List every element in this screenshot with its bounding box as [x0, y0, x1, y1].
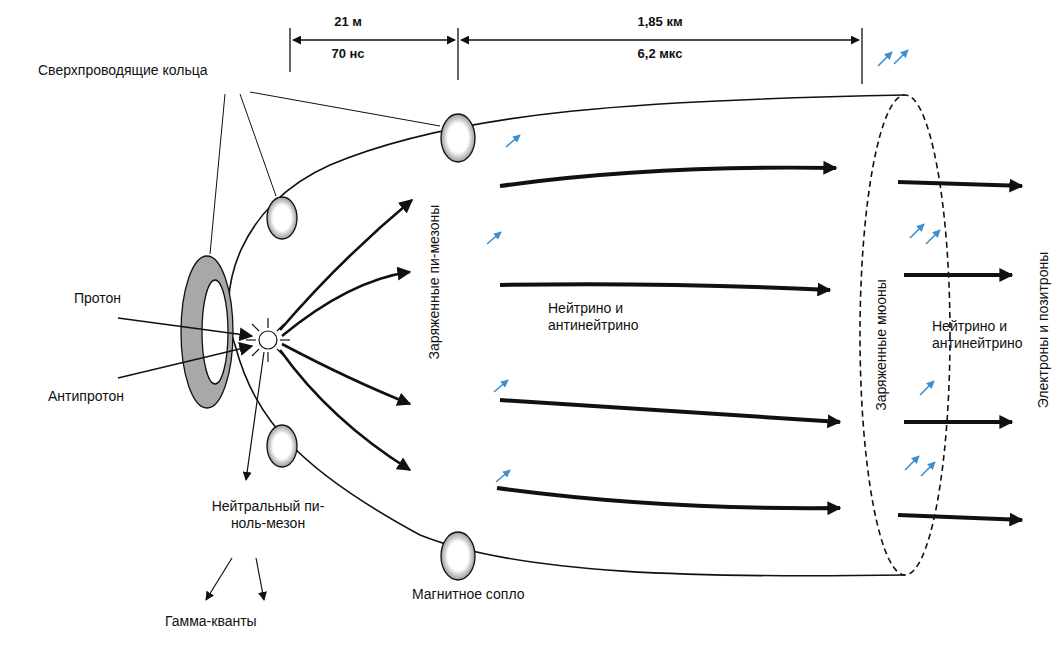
part-label: Сверхпроводящие кольца: [38, 62, 278, 79]
neutrino-arrows: [487, 50, 940, 482]
dimension-label: 6,2 мкс: [638, 46, 683, 62]
particle-label: Протон: [74, 290, 121, 307]
incoming-particles: [118, 318, 252, 378]
particle-label: Нейтрино и антинейтрино: [548, 300, 668, 334]
particle-label: Гамма-кванты: [165, 613, 257, 630]
leader-lines: [210, 92, 440, 254]
electron-arrows: [898, 182, 1022, 520]
particle-label: Заряженные мюоны: [872, 277, 891, 413]
neutral-pion-arrows: [206, 352, 264, 600]
dimension-label: 21 м: [334, 14, 362, 30]
part-label: Магнитное сопло: [412, 586, 525, 603]
particle-label: Электроны и позитроны: [1035, 252, 1052, 408]
particle-label: Нейтрино и антинейтрино: [932, 318, 1047, 352]
nozzle-outline: [229, 95, 905, 576]
particle-label: Нейтральный пи-ноль-мезон: [198, 498, 338, 532]
dimension-label: 70 нс: [331, 46, 364, 62]
muon-arrows: [497, 168, 840, 509]
superconducting-rings: [181, 114, 475, 580]
dimension-label: 1,85 км: [637, 14, 682, 30]
particle-label: Антипротон: [48, 388, 124, 405]
particle-label: Заряженные пи-мезоны: [426, 205, 443, 360]
pion-arrows: [280, 200, 412, 470]
dimension-lines: [290, 28, 862, 84]
